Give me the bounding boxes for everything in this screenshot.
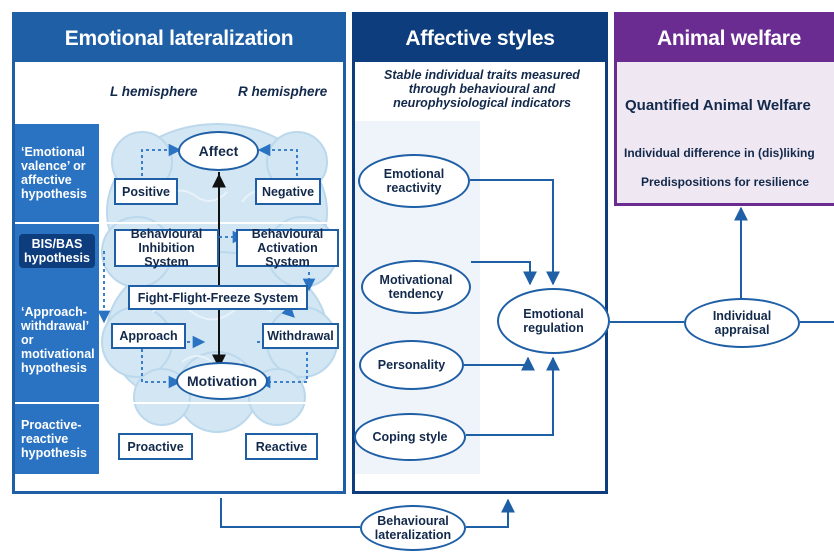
motivational-tendency-node: Motivational tendency — [361, 260, 471, 314]
positive-node: Positive — [114, 178, 178, 205]
negative-node: Negative — [255, 178, 321, 205]
motivation-node: Motivation — [176, 362, 268, 400]
emotional-lateralization-panel: Emotional lateralization L hemisphere R … — [12, 12, 346, 494]
bis-node: Behavioural Inhibition System — [114, 227, 219, 269]
proactive-reactive-hypothesis-label: Proactive-reactive hypothesis — [15, 404, 99, 474]
affective-styles-title: Affective styles — [355, 15, 605, 62]
reactive-node: Reactive — [245, 433, 318, 460]
personality-node: Personality — [359, 340, 464, 390]
approach-withdrawal-hypothesis-label: ‘Approach-withdrawal’ or motivational hy… — [15, 278, 99, 402]
bas-node: Behavioural Activation System — [236, 227, 339, 269]
emotional-regulation-node: Emotional regulation — [497, 288, 610, 354]
proactive-node: Proactive — [118, 433, 193, 460]
valence-hypothesis-label: ‘Emotional valence’ or affective hypothe… — [15, 124, 99, 222]
animal-welfare-title: Animal welfare — [617, 15, 834, 62]
withdrawal-node: Withdrawal — [262, 323, 339, 349]
separator — [15, 222, 343, 224]
fight-flight-freeze-node: Fight-Flight-Freeze System — [128, 285, 308, 310]
bis-bas-badge: BIS/BAS hypothesis — [19, 234, 95, 268]
behavioural-lateralization-node: Behavioural lateralization — [360, 505, 466, 551]
affect-node: Affect — [178, 131, 259, 171]
predispositions-text: Predispositions for resilience — [641, 175, 810, 189]
l-hemisphere-label: L hemisphere — [110, 84, 198, 99]
animal-welfare-panel: Animal welfare Quantified Animal Welfare… — [614, 12, 834, 206]
individual-difference-text: Individual difference in (dis)liking — [624, 146, 815, 160]
quantified-animal-welfare: Quantified Animal Welfare — [625, 97, 811, 114]
coping-style-node: Coping style — [354, 413, 466, 461]
bis-bas-hypothesis-label: BIS/BAS hypothesis — [15, 224, 99, 278]
affective-styles-subtitle: Stable individual traits measured throug… — [384, 68, 580, 110]
r-hemisphere-label: R hemisphere — [238, 84, 328, 99]
individual-appraisal-node: Individual appraisal — [684, 298, 800, 348]
emotional-lateralization-title: Emotional lateralization — [15, 15, 343, 62]
separator — [15, 402, 343, 404]
approach-node: Approach — [111, 323, 186, 349]
emotional-reactivity-node: Emotional reactivity — [358, 154, 470, 208]
